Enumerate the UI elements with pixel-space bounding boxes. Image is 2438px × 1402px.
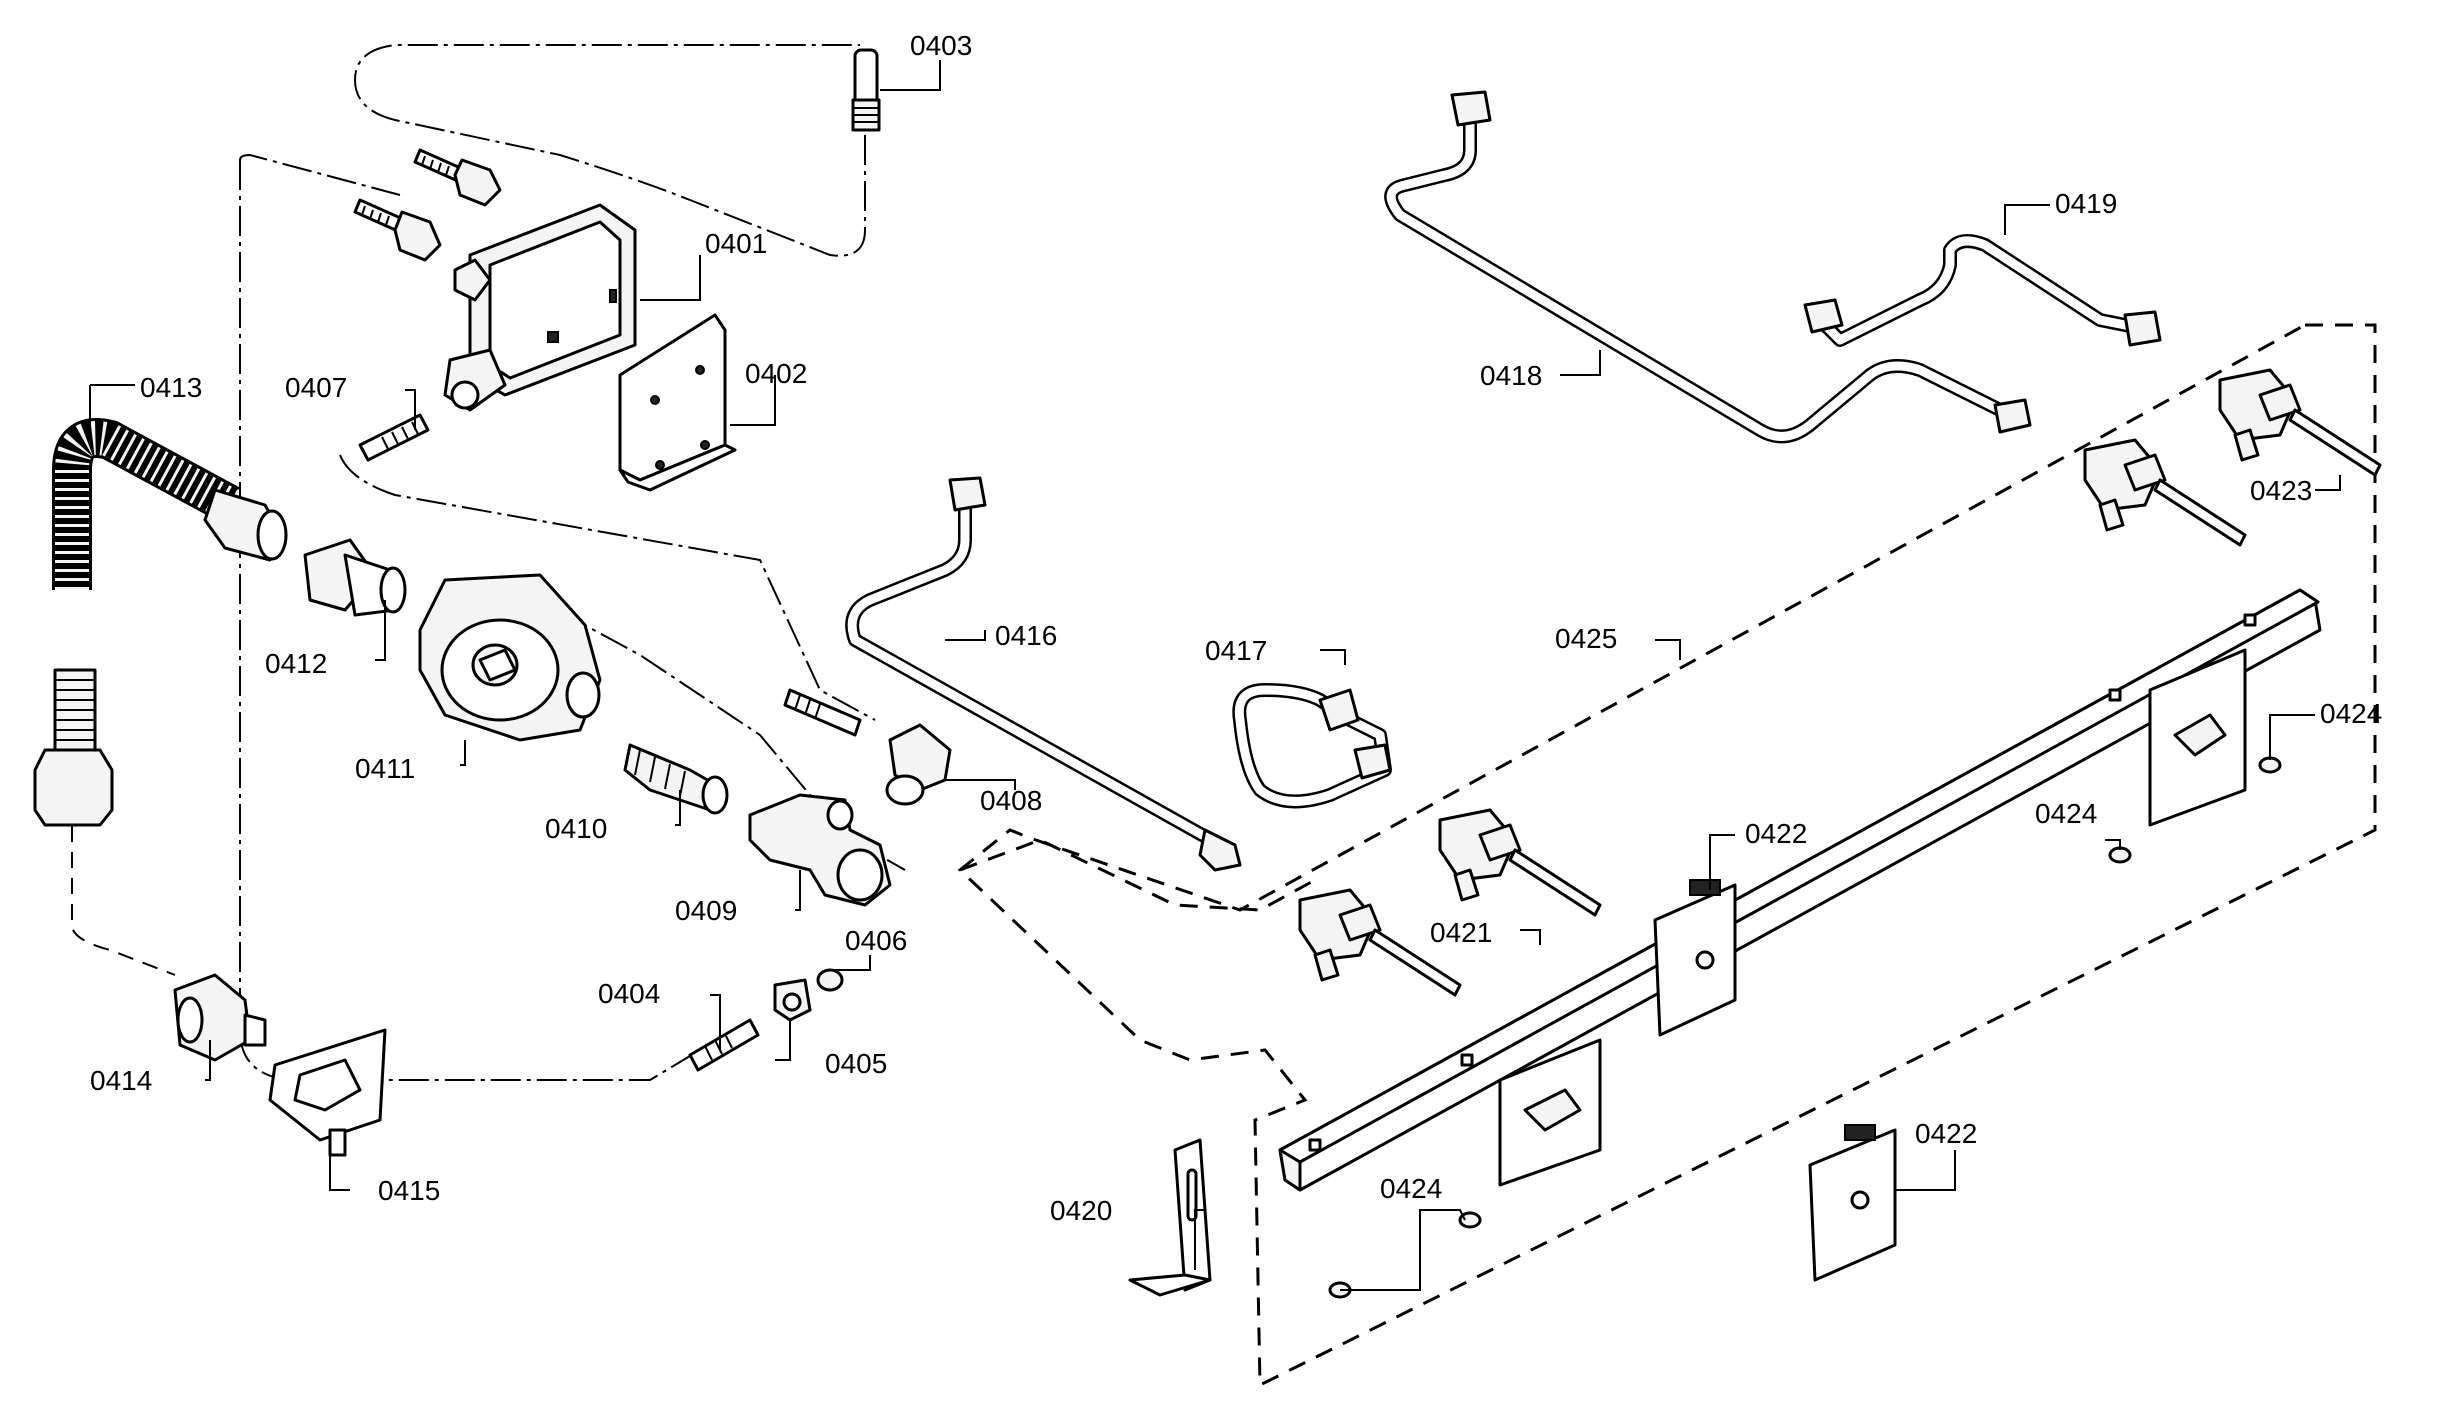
bolt-lower bbox=[353, 198, 442, 262]
callout-0404: 0404 bbox=[598, 978, 660, 1009]
part-0411-valve-body bbox=[418, 573, 602, 742]
callout-0403: 0403 bbox=[910, 30, 972, 61]
callout-0424-right: 0424 bbox=[2320, 698, 2382, 729]
part-0423-valve-upper bbox=[2218, 368, 2382, 477]
callout-0420: 0420 bbox=[1050, 1195, 1112, 1226]
chain-line-0411 bbox=[519, 589, 906, 871]
outline-0425-box bbox=[957, 323, 2377, 1388]
callout-0413: 0413 bbox=[140, 372, 202, 403]
callout-0421: 0421 bbox=[1430, 917, 1492, 948]
callout-0416: 0416 bbox=[995, 620, 1057, 651]
chain-line-0403 bbox=[353, 44, 866, 257]
part-0405-nut bbox=[773, 978, 812, 1022]
part-0421-valve-upper bbox=[1438, 808, 1602, 917]
part-0416-tube bbox=[845, 476, 1242, 872]
part-0415-plate bbox=[268, 1028, 387, 1157]
part-0419-tube bbox=[1803, 234, 2162, 347]
part-0413-flex-hose bbox=[33, 418, 288, 827]
callout-0409: 0409 bbox=[675, 895, 737, 926]
callout-0419: 0419 bbox=[2055, 188, 2117, 219]
callout-0424-lower: 0424 bbox=[1380, 1173, 1442, 1204]
callout-0406: 0406 bbox=[845, 925, 907, 956]
part-0407-stud bbox=[358, 413, 430, 462]
callout-0422-lower: 0422 bbox=[1915, 1118, 1977, 1149]
callout-0412: 0412 bbox=[265, 648, 327, 679]
callout-0401: 0401 bbox=[705, 228, 767, 259]
part-0423-valve-lower bbox=[2083, 438, 2247, 547]
part-0410-nipple bbox=[623, 743, 729, 815]
part-0408-elbow bbox=[885, 723, 952, 806]
part-0406-orifice bbox=[816, 968, 844, 992]
part-0403-pin bbox=[851, 48, 881, 132]
callout-0407: 0407 bbox=[285, 372, 347, 403]
callout-0411: 0411 bbox=[355, 753, 415, 784]
callout-0423: 0423 bbox=[2250, 475, 2312, 506]
bolt-upper bbox=[413, 148, 502, 207]
callout-0425: 0425 bbox=[1555, 623, 1617, 654]
part-0403b-stud bbox=[783, 688, 862, 737]
callout-labels: 0403 0401 0402 0407 0413 0412 0411 0410 … bbox=[90, 30, 2382, 1226]
part-0420-bracket bbox=[1128, 1138, 1212, 1297]
callout-0422-upper: 0422 bbox=[1745, 818, 1807, 849]
leader-lines bbox=[89, 60, 2341, 1291]
part-0404-jet bbox=[688, 1018, 760, 1072]
callout-0408: 0408 bbox=[980, 785, 1042, 816]
part-0418-tube bbox=[1384, 90, 2032, 444]
callout-0424-middle: 0424 bbox=[2035, 798, 2097, 829]
callout-0410: 0410 bbox=[545, 813, 607, 844]
part-0417-tube bbox=[1232, 683, 1392, 809]
callout-0405: 0405 bbox=[825, 1048, 887, 1079]
outline-0416-group bbox=[959, 838, 1316, 912]
callout-0418: 0418 bbox=[1480, 360, 1542, 391]
part-0422-module-lower bbox=[1808, 1124, 1897, 1282]
callout-0402: 0402 bbox=[745, 358, 807, 389]
callout-0415: 0415 bbox=[378, 1175, 440, 1206]
part-0422-module-upper bbox=[1653, 879, 1737, 1037]
part-0412-union bbox=[303, 538, 407, 617]
part-0414-adapter bbox=[173, 973, 267, 1062]
part-0409-tee bbox=[748, 793, 892, 907]
dash-line-0413 bbox=[71, 800, 176, 976]
callout-0417: 0417 bbox=[1205, 635, 1267, 666]
callout-0414: 0414 bbox=[90, 1065, 152, 1096]
part-0402-bracket bbox=[618, 313, 737, 492]
chain-line-0412 bbox=[339, 454, 876, 721]
manifold-rail bbox=[1278, 588, 2322, 1192]
part-0421-valve-lower bbox=[1298, 888, 1462, 997]
part-0401-regulator bbox=[443, 203, 637, 412]
